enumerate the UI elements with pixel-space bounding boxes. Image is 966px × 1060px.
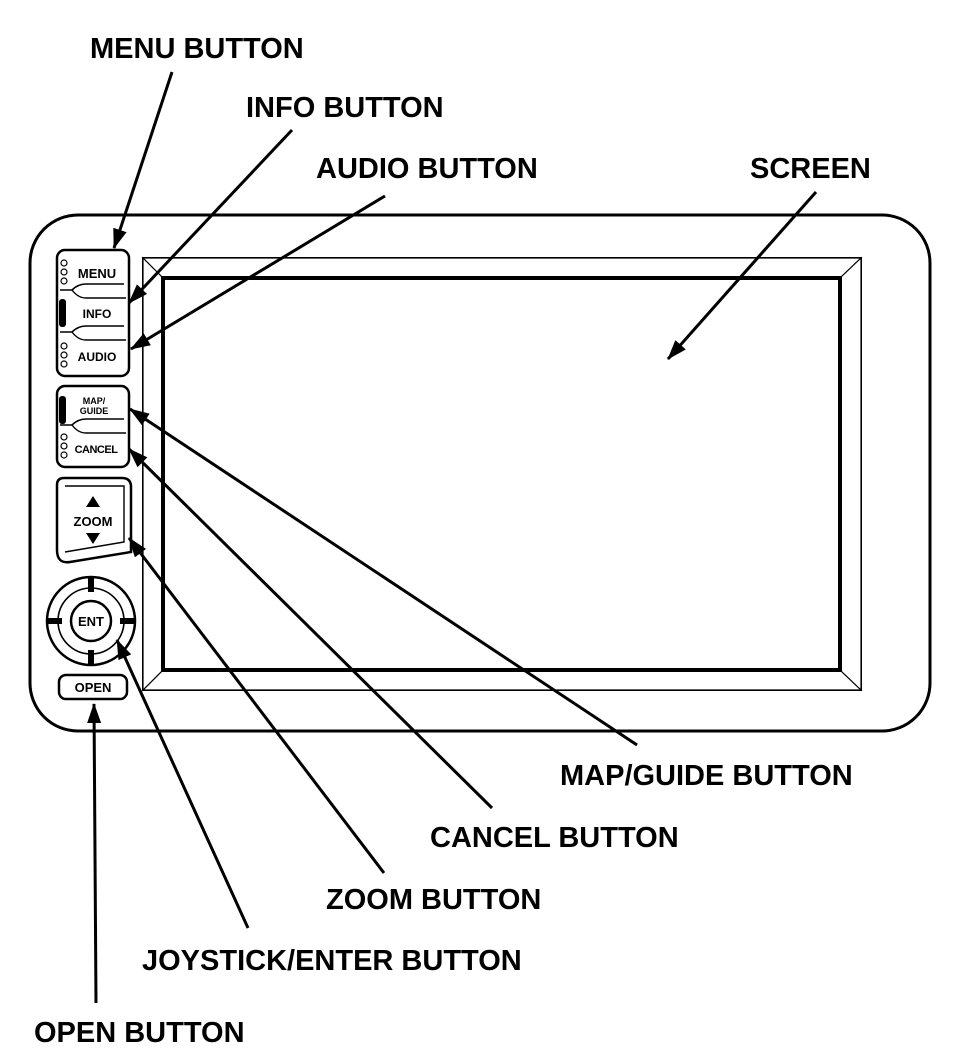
led-dot-icon [60,342,68,350]
menu-button[interactable]: MENU [60,259,124,291]
led-dot-icon [60,277,68,285]
info-button[interactable]: INFO [59,289,126,333]
map-guide-button-label-line1: MAP/ [83,396,106,406]
leader-line-open [87,703,102,1004]
leader-line-screen [666,191,818,360]
leader-line-zoom [127,537,386,874]
callout-audio-button: AUDIO BUTTON [316,153,538,185]
led-dot-icon [60,259,68,267]
map-guide-button-label-line2: GUIDE [80,406,109,416]
callout-screen: SCREEN [750,153,871,185]
callout-joystick-enter-button: JOYSTICK/ENTER BUTTON [142,945,522,977]
enter-button[interactable]: ENT [69,599,113,643]
led-dot-icon [60,433,68,441]
zoom-button[interactable]: ZOOM [55,476,133,564]
open-button[interactable]: OPEN [57,673,129,701]
led-dot-icon [60,268,68,276]
led-dot-icon [60,360,68,368]
map-cancel-button-group [55,384,131,469]
zoom-button-label: ZOOM [74,514,113,529]
indicator-bar [59,396,66,424]
enter-button-label: ENT [78,614,104,629]
led-dot-icon [60,451,68,459]
zoom-up-triangle-icon [86,496,100,507]
callout-cancel-button: CANCEL BUTTON [430,822,679,854]
joystick[interactable] [45,575,137,667]
led-dot-icon [60,442,68,450]
leader-line-menu [112,71,174,249]
audio-button[interactable]: AUDIO [60,331,126,368]
callout-info-button: INFO BUTTON [246,92,444,124]
led-dot-icon [60,351,68,359]
cancel-button[interactable]: CANCEL [60,424,126,459]
callout-open-button: OPEN BUTTON [34,1017,245,1049]
leader-line-joystick [115,639,250,929]
callout-menu-button: MENU BUTTON [90,33,304,65]
zoom-down-triangle-icon [86,533,100,544]
info-button-label: INFO [83,307,112,321]
cancel-button-label: CANCEL [75,444,119,456]
device-housing [28,213,932,733]
leader-line-map-guide [129,407,638,747]
map-guide-button[interactable]: MAP/ GUIDE [59,396,124,426]
screen[interactable] [161,276,842,672]
indicator-bar [59,299,66,327]
audio-button-label: AUDIO [78,350,117,364]
leader-line-cancel [127,447,494,810]
callout-map-guide-button: MAP/GUIDE BUTTON [560,760,853,792]
leader-lines [87,71,818,1004]
leader-line-audio [130,194,386,351]
leader-line-info [127,128,294,305]
open-button-label: OPEN [75,680,112,695]
screen-bezel [141,256,863,692]
menu-info-audio-button-group [55,248,131,378]
menu-button-label: MENU [78,266,116,281]
callout-zoom-button: ZOOM BUTTON [326,884,541,916]
